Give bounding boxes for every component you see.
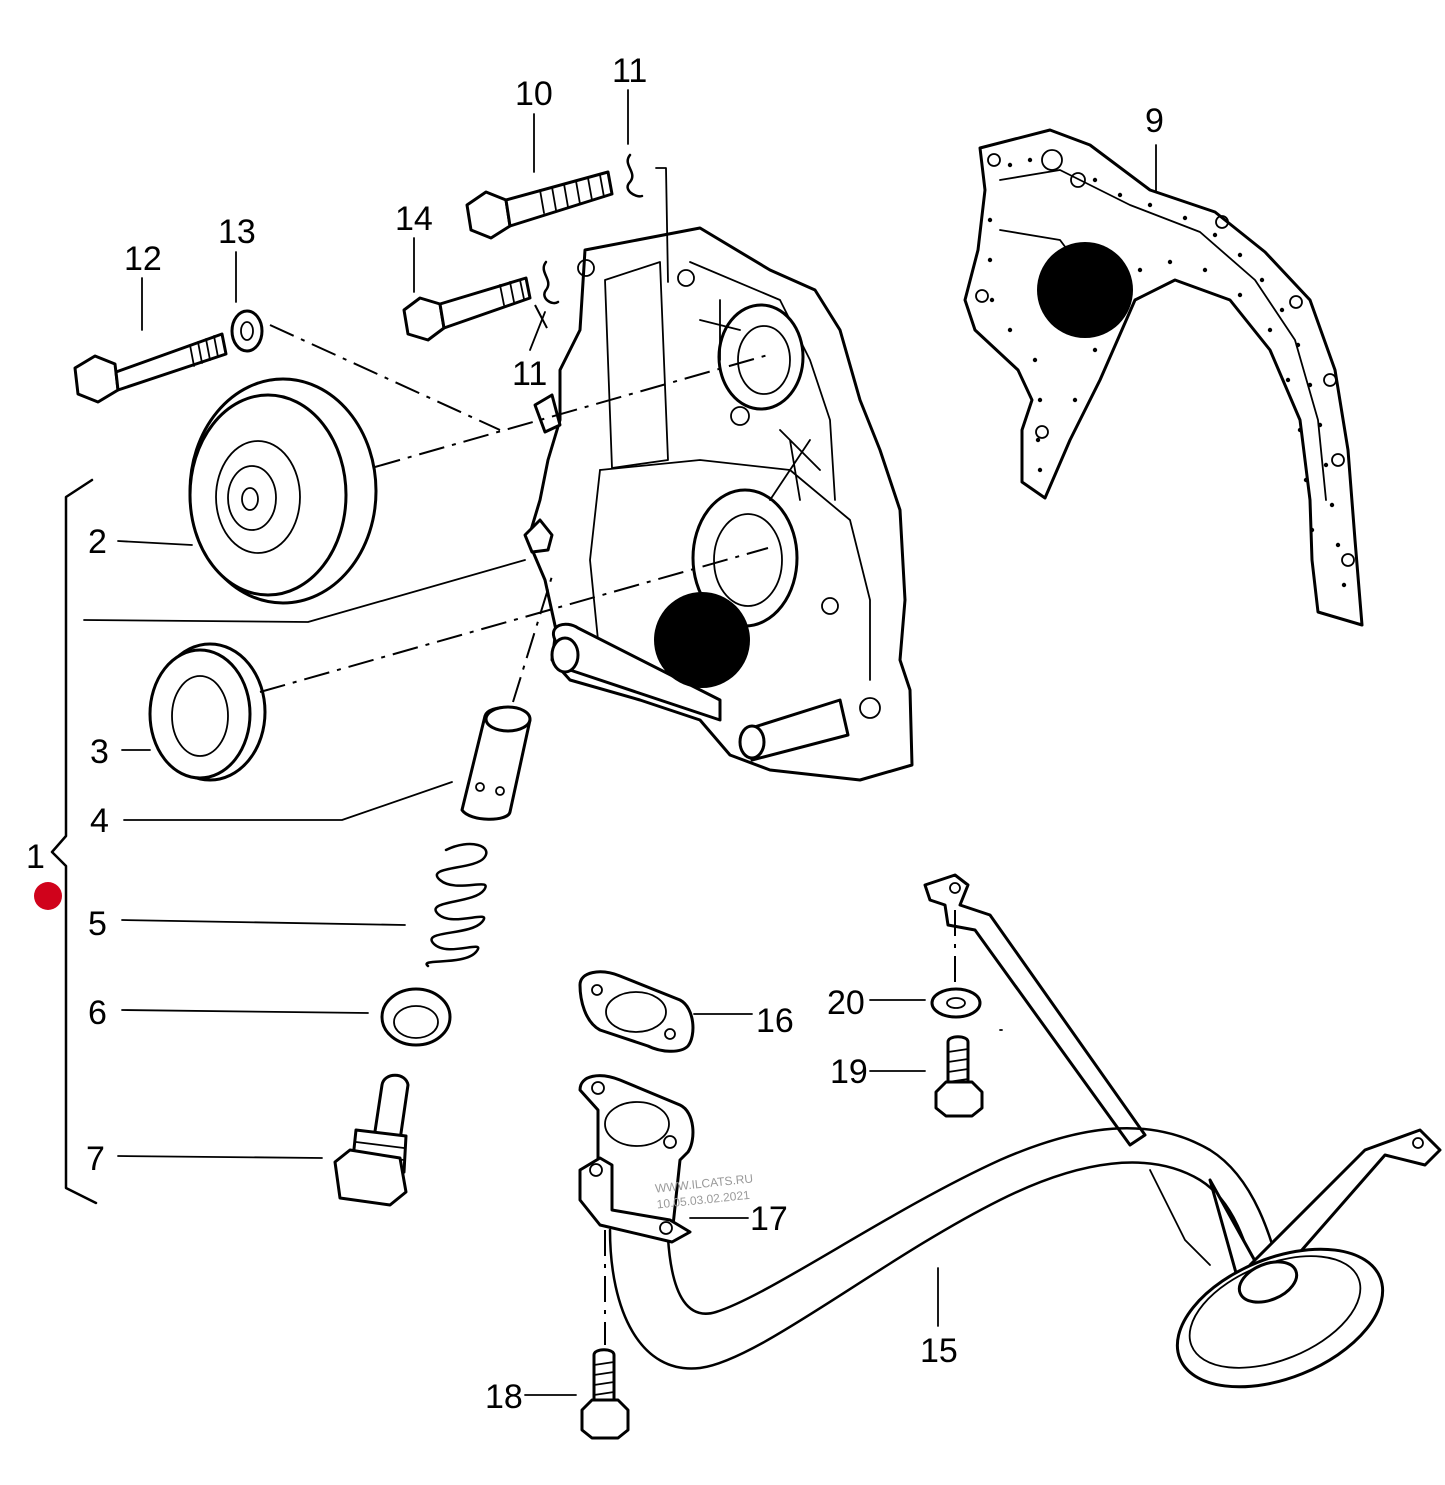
redaction-dot-gasket: [1037, 242, 1133, 338]
bolt-part-12[interactable]: [73, 332, 228, 404]
callout-labels: 1 2 3 4 5 6 7 9 10 11 11 12 13 14 15 16 …: [26, 52, 1164, 1416]
callout-7[interactable]: 7: [86, 1140, 105, 1178]
group-bracket: [50, 478, 98, 1205]
callout-15[interactable]: 15: [920, 1332, 958, 1370]
callout-11-lower[interactable]: 11: [512, 355, 547, 393]
callout-10[interactable]: 10: [515, 75, 553, 113]
callout-3[interactable]: 3: [90, 733, 109, 771]
callout-6[interactable]: 6: [88, 994, 107, 1032]
ring-part-6[interactable]: [380, 987, 452, 1047]
callout-11-upper[interactable]: 11: [612, 52, 647, 90]
piston-part-4[interactable]: [460, 705, 532, 821]
redaction-dot-housing: [654, 592, 750, 688]
bolt-part-18[interactable]: [580, 1348, 630, 1440]
callout-5[interactable]: 5: [88, 905, 107, 943]
bolt-part-10[interactable]: [465, 170, 614, 240]
bolt-part-19[interactable]: [934, 1035, 984, 1118]
callout-20[interactable]: 20: [827, 984, 865, 1022]
assembly-lines: [259, 304, 956, 1345]
leader-lines: [83, 89, 1157, 1396]
spring-part-5[interactable]: [425, 842, 488, 968]
callout-12[interactable]: 12: [124, 240, 162, 278]
clip-part-11-lower[interactable]: [542, 260, 560, 305]
gasket-dot-pattern: [987, 157, 1347, 588]
redaction-marks: [654, 242, 1133, 688]
callout-14[interactable]: 14: [395, 200, 433, 238]
seal-ring-part-3[interactable]: [148, 642, 267, 782]
bolt-part-14[interactable]: [402, 276, 532, 342]
callout-13[interactable]: 13: [218, 213, 256, 251]
callout-18[interactable]: 18: [485, 1378, 523, 1416]
clip-part-11-upper[interactable]: [626, 153, 644, 198]
oil-pump-housing[interactable]: [523, 226, 914, 782]
gasket-part-9[interactable]: [963, 128, 1364, 627]
callout-17[interactable]: 17: [750, 1200, 788, 1238]
washer-part-13[interactable]: [230, 309, 264, 353]
flange-part-17[interactable]: [578, 1074, 695, 1244]
callout-16[interactable]: 16: [756, 1002, 794, 1040]
selection-marker[interactable]: [34, 882, 62, 910]
callout-19[interactable]: 19: [830, 1053, 868, 1091]
washer-part-20[interactable]: [930, 987, 982, 1019]
gasket-part-16[interactable]: [578, 970, 695, 1053]
callout-2[interactable]: 2: [88, 523, 107, 561]
callout-1[interactable]: 1: [26, 838, 45, 876]
pulley-part-2[interactable]: [188, 377, 378, 605]
callout-9[interactable]: 9: [1145, 102, 1164, 140]
callout-4[interactable]: 4: [90, 802, 109, 840]
plug-part-7[interactable]: [333, 1073, 410, 1207]
oil-pickup-tube-part-15[interactable]: [608, 873, 1442, 1414]
